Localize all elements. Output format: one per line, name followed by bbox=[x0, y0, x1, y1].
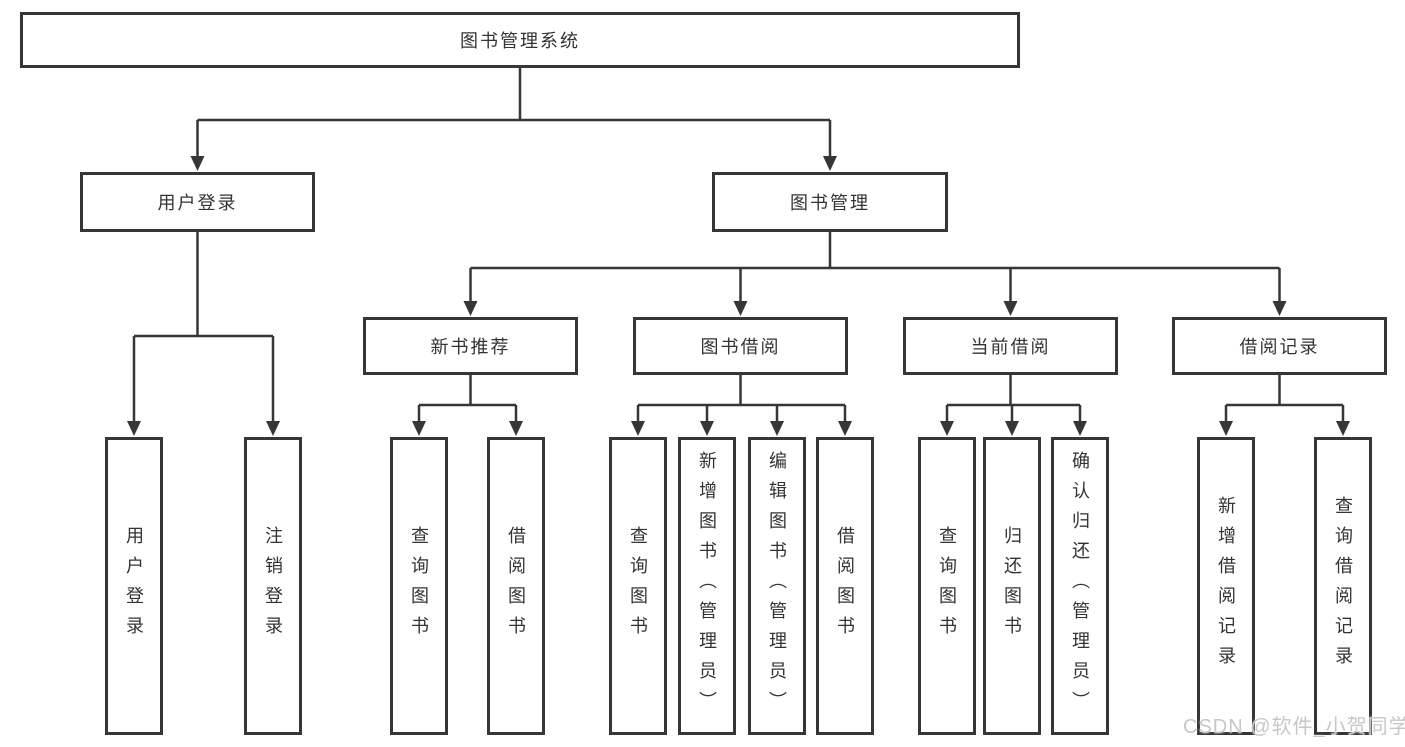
leaf-search-borrow-record: 查询借阅记录 bbox=[1314, 437, 1372, 735]
node-current-borrow: 当前借阅 bbox=[903, 317, 1118, 375]
node-new-book-recommend: 新书推荐 bbox=[363, 317, 578, 375]
leaf-edit-books-admin: 编辑图书（管理员） bbox=[748, 437, 806, 735]
leaf-search-books-recommend: 查询图书 bbox=[390, 437, 448, 735]
node-book-management: 图书管理 bbox=[712, 172, 948, 232]
leaf-search-books-current: 查询图书 bbox=[918, 437, 976, 735]
csdn-watermark: CSDN @软件_小贺同学 bbox=[1183, 716, 1405, 738]
leaf-user-login: 用户登录 bbox=[105, 437, 163, 735]
leaf-confirm-return-admin: 确认归还（管理员） bbox=[1051, 437, 1109, 735]
node-user-login: 用户登录 bbox=[80, 172, 315, 232]
node-library-system: 图书管理系统 bbox=[20, 12, 1020, 68]
leaf-add-borrow-record: 新增借阅记录 bbox=[1197, 437, 1255, 735]
leaf-search-books-borrow: 查询图书 bbox=[609, 437, 667, 735]
leaf-return-books: 归还图书 bbox=[983, 437, 1041, 735]
leaf-borrow-books-borrow: 借阅图书 bbox=[816, 437, 874, 735]
leaf-add-books-admin: 新增图书（管理员） bbox=[678, 437, 736, 735]
node-book-borrow: 图书借阅 bbox=[633, 317, 848, 375]
leaf-borrow-books-recommend: 借阅图书 bbox=[487, 437, 545, 735]
node-borrow-records: 借阅记录 bbox=[1172, 317, 1387, 375]
leaf-logout: 注销登录 bbox=[244, 437, 302, 735]
